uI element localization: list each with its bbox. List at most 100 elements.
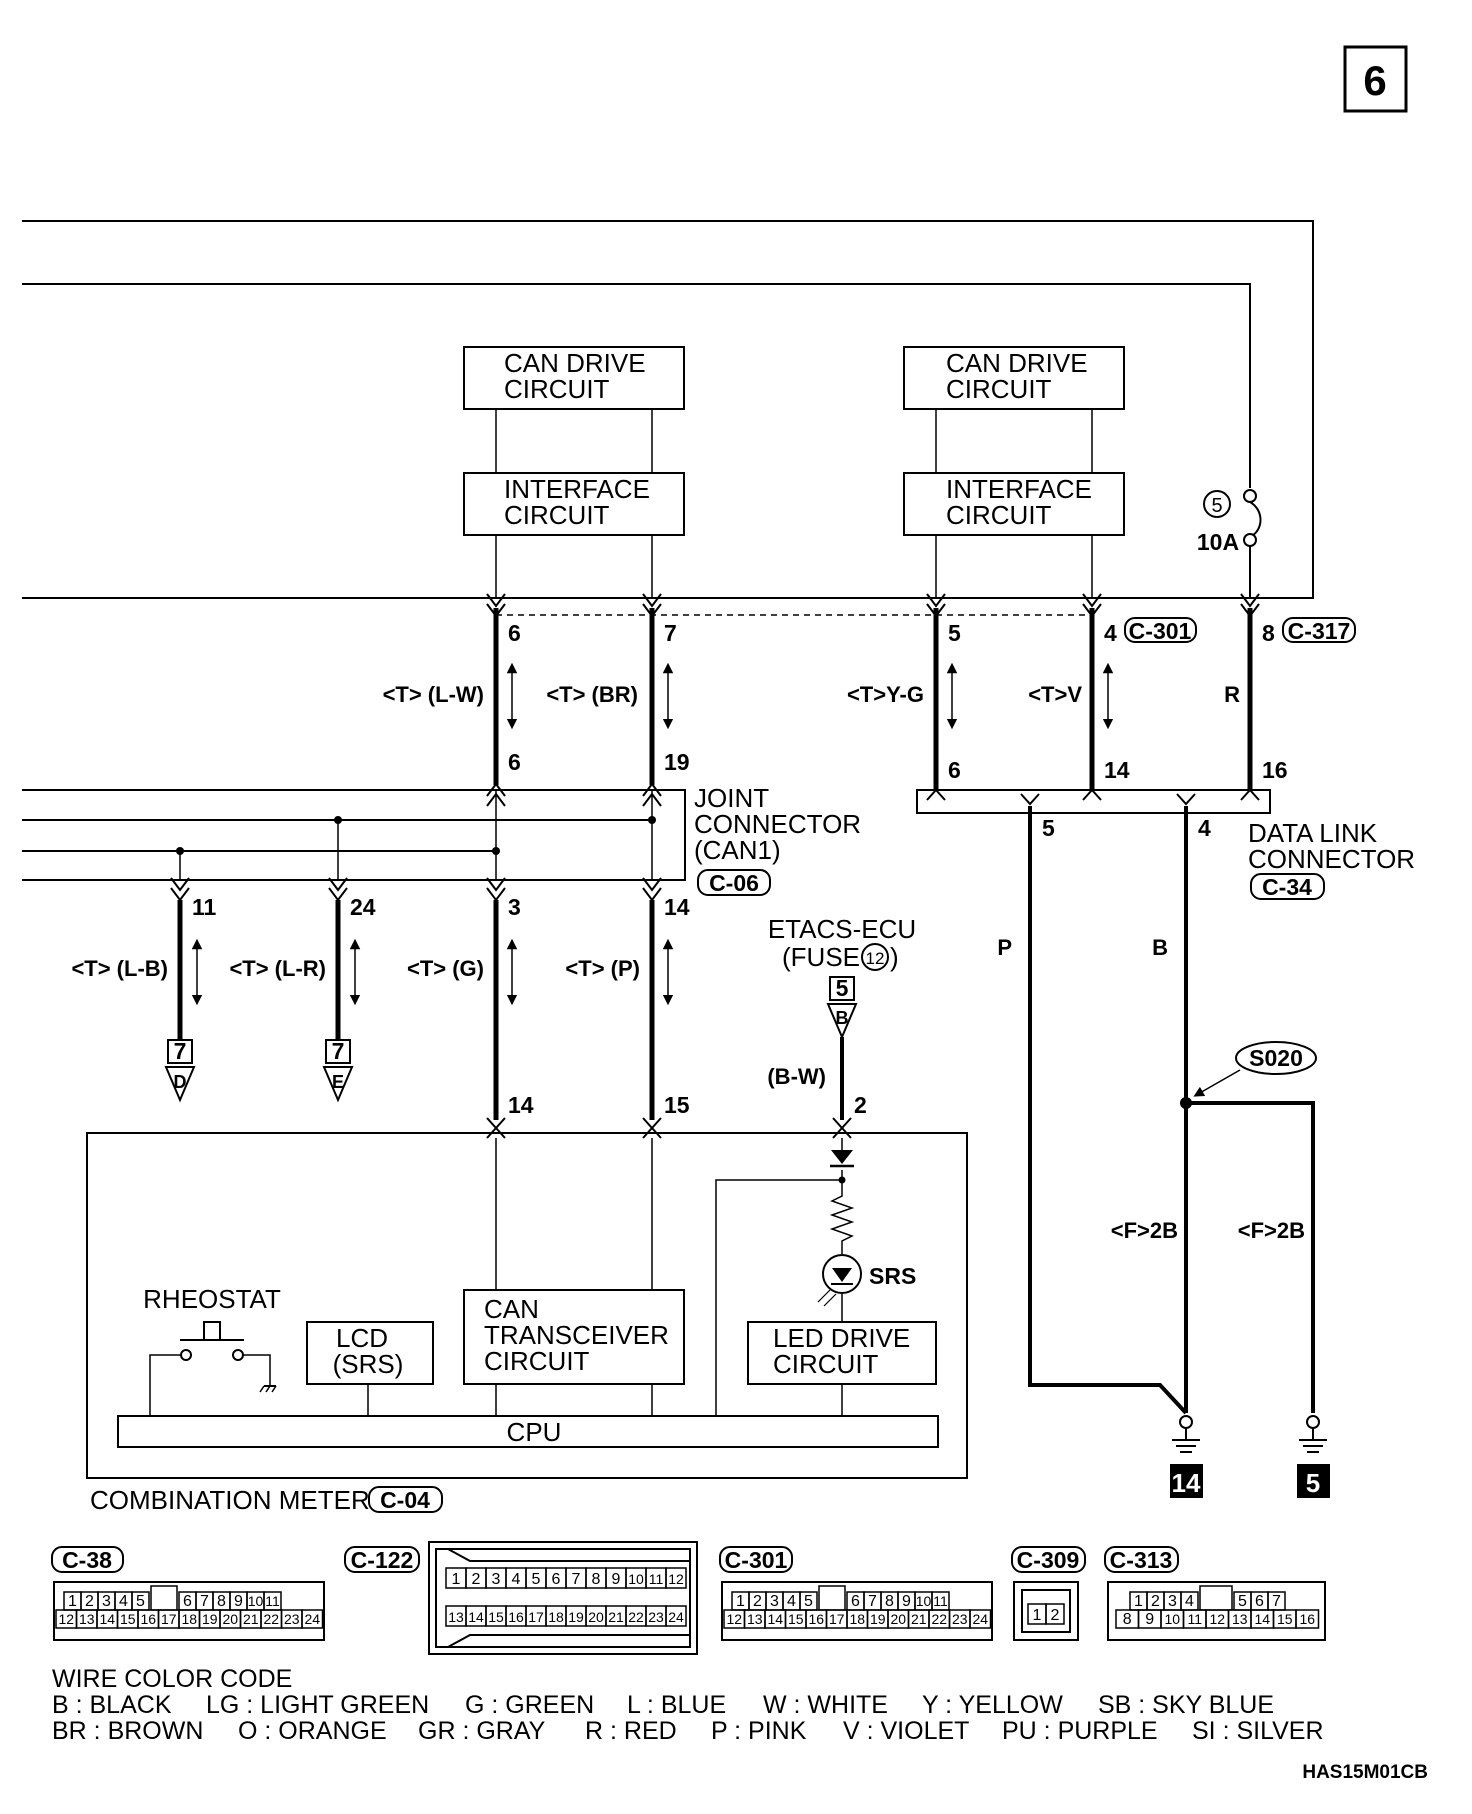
svg-text:G : GREEN: G : GREEN: [465, 1691, 594, 1719]
can-drive-circuit-right: CAN DRIVE CIRCUIT: [903, 346, 1125, 410]
joint-links: [179, 820, 339, 880]
c301-pin-number: 4: [787, 1593, 796, 1610]
etacs-ecu-label: ETACS-ECU: [768, 914, 916, 944]
c301-pin-number: 22: [931, 1611, 947, 1627]
c309-pin-cell: [1045, 1603, 1065, 1625]
c301-pin-number: 13: [747, 1611, 763, 1627]
c301-pin-number: 2: [753, 1593, 762, 1610]
offpage-connector-d: 7 D: [164, 1038, 196, 1103]
svg-text:INTERFACE: INTERFACE: [946, 474, 1092, 504]
pin-label: 2: [854, 1092, 867, 1118]
c313-pin-number: 16: [1299, 1611, 1315, 1627]
c301-pin-number: 7: [868, 1593, 877, 1610]
c38-pin-number: 23: [284, 1611, 300, 1627]
connector-c301-pin-tag: C-301: [719, 1546, 793, 1573]
c313-pin-number: 4: [1185, 1593, 1194, 1610]
can-wires-lower: [177, 900, 655, 1120]
wire-color-r: R: [1224, 682, 1240, 707]
c122-pin-number: 18: [548, 1609, 564, 1625]
c38-pin-number: 4: [119, 1593, 128, 1610]
c122-pin-number: 15: [488, 1609, 504, 1625]
svg-text:5: 5: [1306, 1468, 1320, 1498]
combination-meter-label: COMBINATION METER C-04: [90, 1485, 443, 1515]
wire-color-v: <T>V: [1028, 682, 1082, 707]
c122-pin-cell: [665, 1567, 687, 1589]
wire-color-bw: (B-W): [767, 1064, 826, 1089]
svg-text:5: 5: [836, 975, 849, 1001]
svg-text:C-38: C-38: [62, 1547, 112, 1573]
c313-pin-number: 8: [1123, 1611, 1132, 1628]
svg-text:C-04: C-04: [380, 1487, 430, 1513]
c301-pin-number: 5: [804, 1593, 813, 1610]
c38-pin-number: 17: [161, 1611, 177, 1627]
svg-text:7: 7: [332, 1038, 345, 1064]
joint-connector-label: JOINT: [694, 783, 769, 813]
c313-pin-number: 14: [1254, 1611, 1270, 1627]
pinout-outlines: [53, 1541, 1326, 1655]
c313-pin-number: 3: [1168, 1593, 1177, 1610]
data-link-connector-label: DATA LINK: [1248, 818, 1378, 848]
c38-pin-number: 16: [140, 1611, 156, 1627]
block-links: [495, 409, 1093, 616]
c38-pin-number: 9: [234, 1593, 243, 1610]
fuse-5-10a: 5 10A: [1197, 489, 1262, 555]
pin-label: 7: [664, 620, 677, 646]
c313-pin-number: 10: [1164, 1611, 1180, 1627]
pin-label: 14: [1104, 757, 1130, 783]
connector-c38-tag: C-38: [51, 1546, 124, 1573]
wire-color-p: P: [997, 935, 1012, 960]
c301-pin-number: 10: [916, 1593, 932, 1609]
joint-connector-label: CONNECTOR: [694, 809, 861, 839]
svg-text:10A: 10A: [1197, 529, 1239, 555]
wire-color-lw: <T> (L-W): [383, 682, 484, 707]
terminal-chevrons: [486, 593, 1260, 618]
splice-dot: [1180, 1097, 1192, 1109]
c301-pin-number: 3: [770, 1593, 779, 1610]
document-code: HAS15M01CB: [1302, 1762, 1428, 1783]
c122-pin-number: 23: [648, 1609, 664, 1625]
joint-connector-can1: [22, 789, 686, 881]
svg-text:14: 14: [1172, 1468, 1201, 1498]
wire-color-lr: <T> (L-R): [229, 956, 326, 981]
c38-pin-number: 13: [79, 1611, 95, 1627]
svg-text:D: D: [174, 1072, 187, 1092]
c313-pin-number: 9: [1145, 1611, 1154, 1628]
pin-label: 3: [508, 894, 521, 920]
svg-text:V : VIOLET: V : VIOLET: [843, 1717, 969, 1745]
svg-text:INTERFACE: INTERFACE: [504, 474, 650, 504]
c301-pin-number: 21: [911, 1611, 927, 1627]
c122-pin-number: 16: [508, 1609, 524, 1625]
connector-c309-tag: C-309: [1011, 1546, 1086, 1573]
svg-text:GR : GRAY: GR : GRAY: [418, 1717, 546, 1745]
c301-pin-number: 6: [851, 1593, 860, 1610]
c313-pin-number: 12: [1209, 1611, 1225, 1627]
c122-pin-number: 19: [568, 1609, 584, 1625]
svg-text:CIRCUIT: CIRCUIT: [946, 374, 1052, 404]
c38-pin-number: 18: [181, 1611, 197, 1627]
c38-pin-number: 21: [243, 1611, 259, 1627]
can-drive-circuit-left: CAN DRIVE CIRCUIT: [463, 346, 685, 410]
wire-color-br: <T> (BR): [546, 682, 638, 707]
c122-pin-number: 21: [608, 1609, 624, 1625]
c122-pin-number: 13: [448, 1609, 464, 1625]
c38-pin-number: 1: [68, 1593, 77, 1610]
svg-text:P : PINK: P : PINK: [711, 1717, 807, 1745]
c38-pin-number: 8: [217, 1593, 226, 1610]
c38-pin-number: 10: [248, 1593, 264, 1609]
c38-pin-number: 24: [304, 1611, 320, 1627]
c38-pin-number: 12: [58, 1611, 74, 1627]
c38-pin-number: 6: [183, 1593, 192, 1610]
lcd-srs: LCD (SRS): [306, 1321, 434, 1385]
c301-pin-number: 15: [788, 1611, 804, 1627]
c301-pin-number: 17: [829, 1611, 845, 1627]
svg-text:(SRS): (SRS): [333, 1349, 404, 1379]
c38-pin-number: 5: [136, 1593, 145, 1610]
svg-text:LG : LIGHT GREEN: LG : LIGHT GREEN: [206, 1691, 429, 1719]
pin-label: 6: [508, 749, 521, 775]
c301-pin-cell: [969, 1609, 992, 1629]
c38-pin-number: 15: [120, 1611, 136, 1627]
c313-pin-number: 2: [1151, 1593, 1160, 1610]
c122-pin-number: 5: [532, 1571, 541, 1588]
c122-pin-number: 2: [472, 1571, 481, 1588]
